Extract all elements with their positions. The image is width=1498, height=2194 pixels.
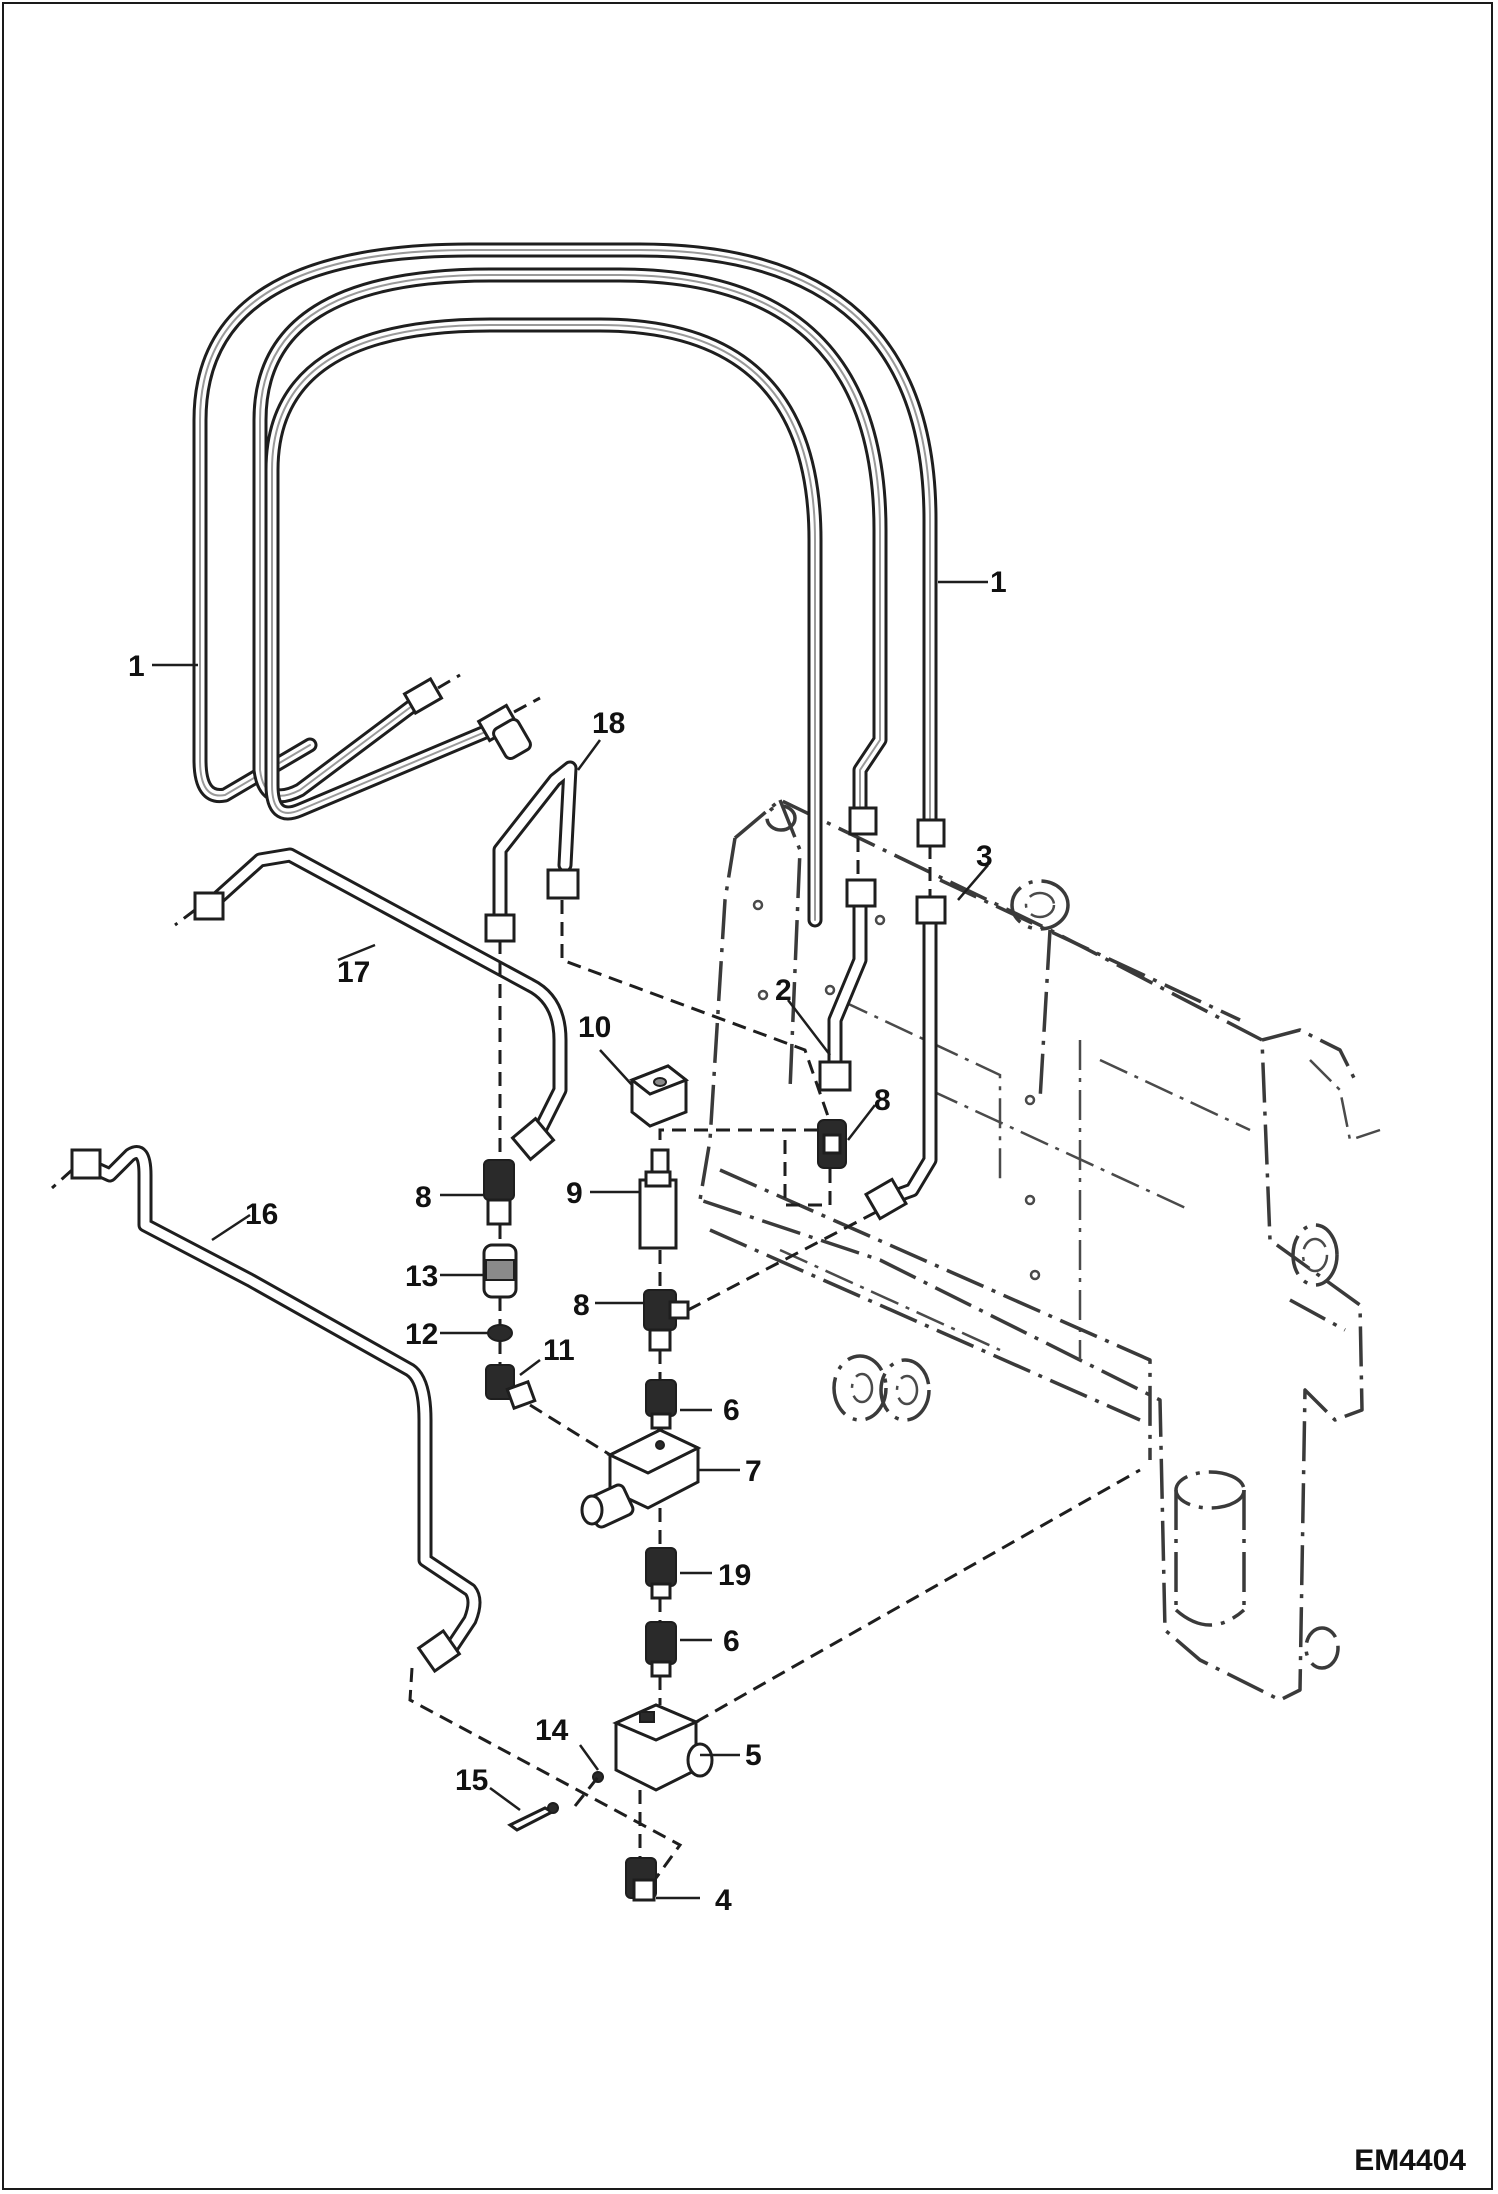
callout-15: 15	[455, 1764, 488, 1797]
callout-17: 17	[337, 956, 370, 989]
tube-assembly-item-1	[192, 242, 946, 928]
callout-2: 2	[775, 974, 792, 1007]
callout-1-left: 1	[128, 650, 145, 683]
callout-9: 9	[566, 1177, 583, 1210]
callout-6-upper: 6	[723, 1394, 740, 1427]
item-11-elbow	[485, 1364, 537, 1411]
callout-8-upper-right: 8	[874, 1084, 891, 1117]
item-15-screw	[507, 1802, 559, 1832]
loader-arm-frame	[698, 798, 1381, 1702]
drawing-code-label: EM4404	[1354, 2144, 1466, 2177]
callout-7: 7	[745, 1455, 762, 1488]
tube-item-18	[484, 760, 580, 943]
item-12-washer	[487, 1324, 513, 1342]
tube-item-2	[818, 878, 877, 1092]
item-19-fitting	[645, 1547, 677, 1600]
callout-4: 4	[715, 1884, 732, 1917]
assembly-dashed-lines	[408, 838, 1141, 1879]
callout-8-centre: 8	[573, 1289, 590, 1322]
item-5-valve-block	[612, 1703, 714, 1792]
tube-item-17	[174, 847, 568, 1162]
callout-16: 16	[245, 1198, 278, 1231]
item-10-cap	[628, 1064, 690, 1128]
item-6-fitting-upper	[645, 1379, 677, 1430]
callout-12: 12	[405, 1318, 438, 1351]
item-8-fitting-left	[483, 1159, 515, 1226]
item-6-fitting-lower	[645, 1621, 677, 1678]
callout-6-lower: 6	[723, 1625, 740, 1658]
item-8-fitting-upper-right	[817, 1119, 847, 1169]
callout-8-left: 8	[415, 1181, 432, 1214]
callout-3: 3	[976, 840, 993, 873]
callout-13: 13	[405, 1260, 438, 1293]
item-9-solenoid	[638, 1148, 678, 1250]
callout-1-right: 1	[990, 566, 1007, 599]
callout-10: 10	[578, 1011, 611, 1044]
item-13-spacer	[482, 1243, 518, 1299]
callout-19: 19	[718, 1559, 751, 1592]
item-7-valve-block	[580, 1428, 702, 1529]
tube-item-16	[50, 1145, 482, 1674]
tube-item-3	[863, 895, 947, 1221]
callout-18: 18	[592, 707, 625, 740]
item-4-fitting	[625, 1857, 657, 1902]
callout-labels: 1 1 2 3 4 5 6 6 7 8 8 8 9 10 11 12 13 14…	[128, 566, 1007, 1917]
callout-5: 5	[745, 1739, 762, 1772]
callout-11: 11	[543, 1334, 575, 1367]
item-8-fitting-centre	[643, 1289, 690, 1352]
callout-14: 14	[535, 1714, 569, 1747]
leader-lines	[152, 580, 989, 1900]
